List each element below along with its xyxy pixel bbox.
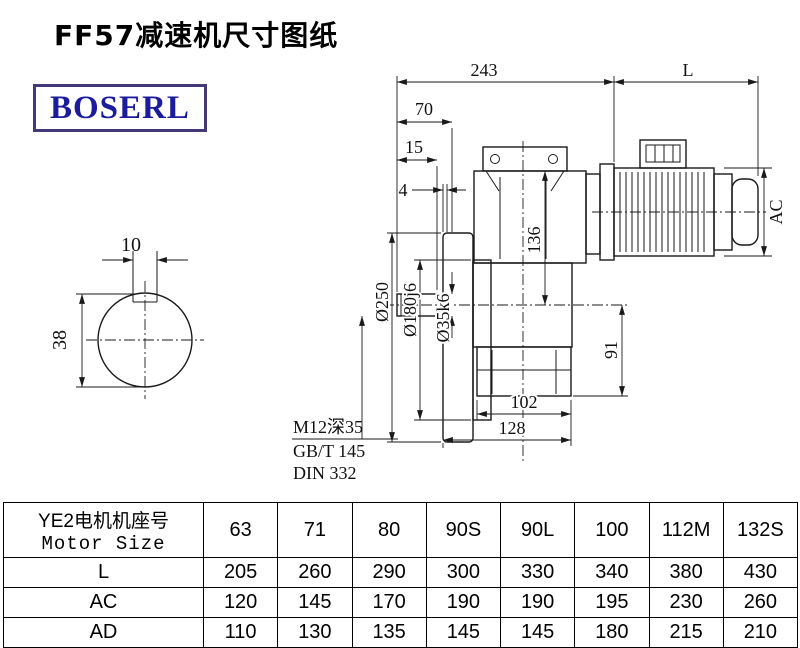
dimension-annotations: 243 L 70 15 4 Ø250 Ø180j6 Ø35k6 136: [292, 60, 788, 483]
value-cell: 145: [499, 617, 576, 648]
column-header: 63: [202, 502, 279, 558]
value-cell: 145: [277, 587, 353, 618]
motor-size-table: YE2电机机座号 Motor Size 63 71 80 90S 90L 100…: [3, 502, 799, 648]
value-cell: 340: [574, 557, 650, 588]
value-cell: 195: [574, 587, 650, 618]
gearbox-side-view: [396, 146, 587, 443]
value-cell: 260: [722, 587, 799, 618]
dim-10-label: 10: [121, 234, 141, 256]
dimension-drawing: 10 38: [49, 60, 788, 483]
value-cell: 190: [499, 587, 576, 618]
column-header: 100: [574, 502, 650, 558]
callout-thread-label: M12深35: [293, 417, 363, 437]
value-cell: 135: [351, 617, 427, 648]
dia-180-label: Ø180j6: [400, 283, 420, 337]
callout-gbt-label: GB/T 145: [293, 441, 365, 461]
centerlines: [383, 141, 766, 462]
value-cell: 110: [202, 617, 279, 648]
row-label-cell: L: [3, 557, 204, 588]
column-header: 112M: [648, 502, 724, 558]
dim-AC-label: AC: [766, 199, 786, 224]
value-cell: 290: [351, 557, 427, 588]
column-header: 71: [277, 502, 353, 558]
brand-logo: BOSERL: [33, 84, 207, 133]
value-cell: 330: [499, 557, 576, 588]
value-cell: 180: [574, 617, 650, 648]
table-row-AC: AC 120 145 170 190 190 195 230 260: [3, 587, 799, 618]
value-cell: 170: [351, 587, 427, 618]
value-cell: 215: [648, 617, 724, 648]
header-label-en: Motor Size: [41, 532, 166, 555]
column-header: 90L: [499, 502, 576, 558]
value-cell: 300: [425, 557, 502, 588]
callout-din-label: DIN 332: [293, 463, 357, 483]
dim-4-label: 4: [399, 180, 408, 200]
column-header: 90S: [425, 502, 502, 558]
shaft-end-view: 10 38: [49, 234, 204, 399]
table-header-row: YE2电机机座号 Motor Size 63 71 80 90S 90L 100…: [3, 502, 799, 558]
motor-size-header-cell: YE2电机机座号 Motor Size: [3, 502, 204, 558]
table-row-AD: AD 110 130 135 145 145 180 215 210: [3, 617, 799, 648]
header-label-cn: YE2电机机座号: [38, 510, 169, 532]
value-cell: 145: [425, 617, 502, 648]
value-cell: 130: [277, 617, 353, 648]
value-cell: 120: [202, 587, 279, 618]
dim-70-label: 70: [415, 99, 433, 119]
row-label-cell: AC: [3, 587, 204, 618]
table-row-L: L 205 260 290 300 330 340 380 430: [3, 557, 799, 588]
dia-250-label: Ø250: [372, 282, 392, 322]
value-cell: 230: [648, 587, 724, 618]
value-cell: 380: [648, 557, 724, 588]
dim-91-label: 91: [601, 341, 621, 359]
column-header: 80: [351, 502, 427, 558]
value-cell: 260: [277, 557, 353, 588]
dim-128-label: 128: [499, 418, 526, 438]
dim-102-label: 102: [511, 392, 538, 412]
dim-136-label: 136: [524, 227, 544, 254]
dim-L-label: L: [683, 60, 694, 80]
value-cell: 205: [202, 557, 279, 588]
row-label-cell: AD: [3, 617, 204, 648]
dim-38-label: 38: [49, 330, 71, 350]
dim-15-label: 15: [405, 137, 423, 157]
value-cell: 430: [722, 557, 799, 588]
value-cell: 190: [425, 587, 502, 618]
dim-243-label: 243: [471, 60, 498, 80]
value-cell: 210: [722, 617, 799, 648]
motor-side-view: [585, 139, 759, 261]
page-title: FF57减速机尺寸图纸: [54, 19, 339, 52]
dia-35-label: Ø35k6: [433, 294, 453, 343]
column-header: 132S: [722, 502, 799, 558]
